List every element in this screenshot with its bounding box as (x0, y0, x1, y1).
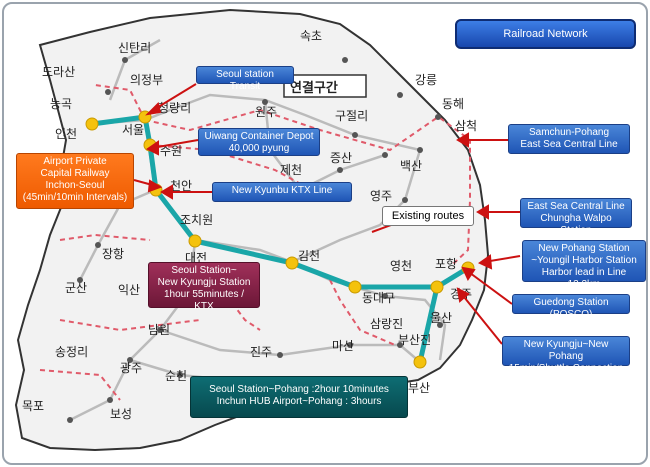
map-label: 진주 (250, 345, 272, 359)
callout-line: Samchun-Pohang (528, 127, 610, 138)
map-label: 울산 (430, 311, 452, 325)
map-label: 동대구 (362, 291, 395, 305)
callout-pohang-summary: Seoul Station~Pohang :2hour 10minutes In… (190, 376, 408, 418)
callout-arrows (133, 83, 521, 345)
map-label: 능곡 (50, 97, 72, 111)
map-label: 김천 (298, 248, 320, 263)
callout-line: East Sea Central Line (527, 201, 625, 212)
map-label: 부산 (408, 381, 430, 395)
map-label: 삼랑진 (370, 317, 403, 331)
callout-line: Uiwang Container Depot (204, 131, 314, 142)
map-label: 동해 (442, 97, 464, 111)
station-daejeon (188, 234, 202, 248)
callout-line: (45min/10min Intervals) (22, 192, 128, 203)
map-label: 조치원 (180, 213, 213, 227)
pohang-busan-route-line (417, 286, 440, 363)
map-label: 보성 (110, 407, 132, 421)
map-label: 장항 (102, 247, 124, 261)
callout-line: Airport Private (43, 156, 107, 167)
map-label: 군산 (65, 281, 87, 295)
callout-kyunbu-ktx: New Kyunbu KTX Line (212, 182, 352, 202)
map-label: 천안 (170, 178, 192, 193)
map-label: 마산 (332, 339, 354, 353)
map-label: 익산 (118, 283, 140, 297)
map-label: 백산 (400, 159, 422, 173)
station-yeongcheon (348, 280, 362, 294)
callout-line: Capital Railway (40, 168, 110, 179)
callout-seoul-transit: Seoul station Transit (196, 66, 294, 92)
map-label: 대전 (185, 251, 207, 265)
callout-line: East Sea Central Line (520, 139, 618, 150)
callout-new-pohang: New Pohang Station ~Youngil Harbor Stati… (522, 240, 646, 290)
callout-kyungju: Seoul Station~ New Kyungju Station 1hour… (148, 262, 260, 312)
callout-line: Seoul Station~ (171, 265, 237, 276)
callout-existing-routes: Existing routes (382, 206, 474, 226)
map-label: 목포 (22, 399, 44, 413)
map-label: 영천 (390, 258, 412, 273)
callout-uiwang: Uiwang Container Depot 40,000 pyung (198, 128, 320, 156)
map-label: 서울 (122, 123, 144, 137)
callout-line: New Kyungju~New Pohang (523, 339, 609, 362)
route-stations (85, 110, 475, 369)
map-label: 영주 (370, 189, 392, 203)
callout-line: Seoul Station~Pohang :2hour 10minutes (209, 384, 389, 395)
map-label: 속초 (300, 29, 322, 43)
callout-line: New Pohang Station (538, 243, 630, 254)
map-label: 강릉 (415, 73, 437, 87)
map-label: 부산진 (398, 333, 431, 347)
map-label: 수원 (160, 144, 182, 158)
map-label: 인천 (55, 126, 77, 141)
callout-samchun: Samchun-Pohang East Sea Central Line (508, 124, 630, 154)
section-label: 연결구간 (290, 80, 338, 96)
callout-east-sea: East Sea Central Line Chungha Walpo Stat… (520, 198, 632, 236)
station-busan (413, 355, 427, 369)
station-gimcheon (285, 256, 299, 270)
map-label: 도라산 (42, 65, 75, 79)
callout-line: Inchon-Seoul (45, 180, 105, 191)
callout-line: New Kyungju Station (157, 277, 251, 288)
map-label: 원주 (255, 105, 277, 119)
map-label: 광주 (120, 361, 142, 375)
callout-line: Inchun HUB Airport~Pohang : 3hours (216, 396, 382, 407)
map-label: 삼척 (455, 119, 477, 133)
map-label: 제천 (280, 162, 302, 177)
minor-stations (67, 57, 443, 423)
callout-guedong: Guedong Station (POSCO) (512, 294, 630, 320)
station-incheon (85, 117, 99, 131)
map-label: 구절리 (335, 109, 368, 123)
callout-line: ~Youngil Harbor Station (531, 255, 637, 266)
map-label: 송정리 (55, 345, 88, 359)
dashed-connection-lines (39, 84, 471, 401)
map-label: 남원 (148, 323, 170, 337)
map-label: 순천 (165, 368, 187, 383)
callout-line: 15min/Shuttle Connection (508, 363, 624, 374)
map-label: 신탄리 (118, 41, 151, 55)
callout-line: Harbor lead in Line 12.2km (541, 267, 627, 290)
station-gyeongju (430, 280, 444, 294)
callout-airport: Airport Private Capital Railway Inchon-S… (16, 153, 134, 209)
callout-line: 1hour 55minutes / KTX (163, 289, 245, 312)
map-label: 증산 (330, 151, 352, 165)
section-label-box (283, 74, 367, 98)
map-labels: 속초 신탄리 도라산 의정부 능곡 청량리 인천 서울 수원 원주 구절리 강릉… (22, 29, 477, 421)
map-label: 의정부 (130, 73, 163, 87)
title-badge: Railroad Network (455, 19, 636, 49)
map-label: 청량리 (158, 101, 191, 115)
callout-line: Chungha Walpo Station (540, 213, 612, 236)
map-label: 포항 (435, 257, 457, 271)
callout-shuttle: New Kyungju~New Pohang 15min/Shuttle Con… (502, 336, 630, 374)
callout-line: 40,000 pyung (228, 143, 290, 154)
